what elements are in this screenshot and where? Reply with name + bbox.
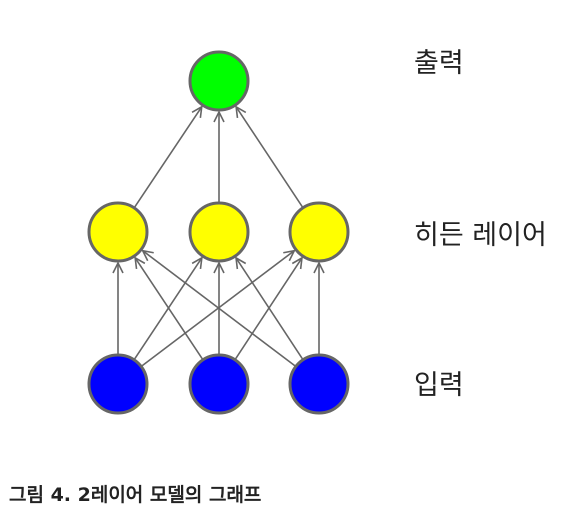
hidden-node-3 xyxy=(288,201,350,263)
input-node-3 xyxy=(288,353,350,415)
input-node-2 xyxy=(188,353,250,415)
output-node-1 xyxy=(188,50,250,112)
edges-group xyxy=(118,107,319,368)
edge-input-2-to-hidden-3 xyxy=(234,258,302,361)
output-layer-label: 출력 xyxy=(414,48,464,79)
input-node-1 xyxy=(87,353,149,415)
edge-input-2-to-hidden-1 xyxy=(135,258,204,361)
edge-input-3-to-hidden-2 xyxy=(236,258,304,361)
hidden-node-2 xyxy=(188,201,250,263)
nodes-group xyxy=(87,50,350,415)
edge-input-1-to-hidden-3 xyxy=(140,251,294,368)
input-layer-label: 입력 xyxy=(414,370,464,401)
figure-caption: 그림 4. 2레이어 모델의 그래프 xyxy=(9,484,262,506)
edge-hidden-1-to-output-1 xyxy=(133,107,202,209)
edge-hidden-3-to-output-1 xyxy=(236,107,304,209)
edge-input-1-to-hidden-2 xyxy=(133,258,202,361)
hidden-layer-label: 히든 레이어 xyxy=(414,220,547,251)
hidden-node-1 xyxy=(87,201,149,263)
edge-input-3-to-hidden-1 xyxy=(143,251,297,368)
